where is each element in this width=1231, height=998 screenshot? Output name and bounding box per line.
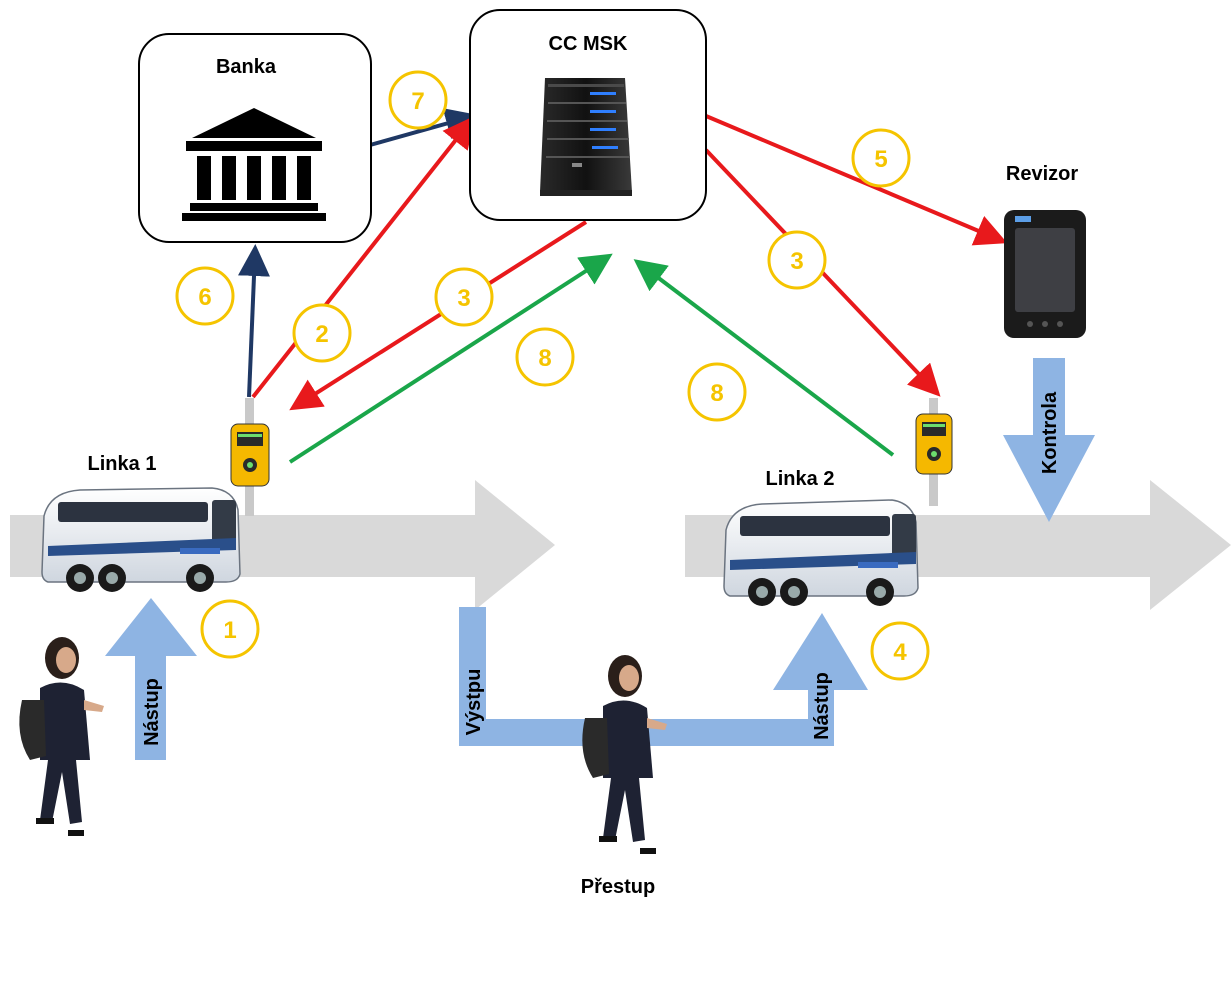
boarding1-label: Nástup [141,678,163,746]
transfer-label: Přestup [581,876,655,898]
bank-node: Banka [138,33,372,243]
boarding-arrow-line1 [105,598,197,760]
step-badge-2: 2 [292,303,352,363]
svg-text:7: 7 [411,88,424,115]
step-badge-7: 7 [388,70,448,130]
validator-line2 [915,398,953,506]
line1-label: Linka 1 [88,453,157,475]
check-arrow [1003,358,1095,522]
arrow-validator1-to-bank [238,244,270,398]
bank-label: Banka [216,56,277,78]
exit-label: Výstpu [463,669,485,736]
center-label: CC MSK [549,33,628,55]
step-badge-8-left: 8 [515,327,575,387]
svg-text:2: 2 [315,321,328,348]
bus-line1: Linka 1 [41,453,241,592]
arrow-validator1-confirm [288,253,613,464]
transfer-path [459,607,868,746]
line2-flow-arrow [685,480,1231,610]
bus-line2: Linka 2 [723,468,919,606]
svg-text:5: 5 [874,146,887,173]
server-icon [540,78,632,196]
passenger-transfer-icon [582,655,667,854]
step-badge-6: 6 [175,266,235,326]
step-badge-4: 4 [870,621,930,681]
validator-line1 [230,398,270,516]
step-badge-8-right: 8 [687,362,747,422]
inspector-label: Revizor [1006,163,1078,185]
inspector-node: Revizor [1004,163,1086,338]
arrow-validator2-confirm [633,259,895,457]
boarding2-label: Nástup [811,672,833,740]
step-badge-1: 1 [200,599,260,659]
passenger-icon [19,637,104,836]
center-node: CC MSK [469,9,707,221]
svg-text:8: 8 [710,380,723,407]
svg-text:4: 4 [893,639,907,666]
svg-text:8: 8 [538,345,551,372]
check-label: Kontrola [1039,391,1061,474]
svg-text:1: 1 [223,617,236,644]
line2-label: Linka 2 [766,468,835,490]
svg-text:3: 3 [790,248,803,275]
handheld-terminal-icon [1004,210,1086,338]
arrow-validator1-to-center [251,115,475,399]
bank-icon [182,108,326,221]
step-badge-3-left: 3 [434,267,494,327]
step-badge-3-right: 3 [767,230,827,290]
arrow-center-to-inspector [705,114,1008,246]
step-badge-5: 5 [851,128,911,188]
line1-flow-arrow [10,480,555,610]
svg-text:6: 6 [198,284,211,311]
svg-text:3: 3 [457,285,470,312]
